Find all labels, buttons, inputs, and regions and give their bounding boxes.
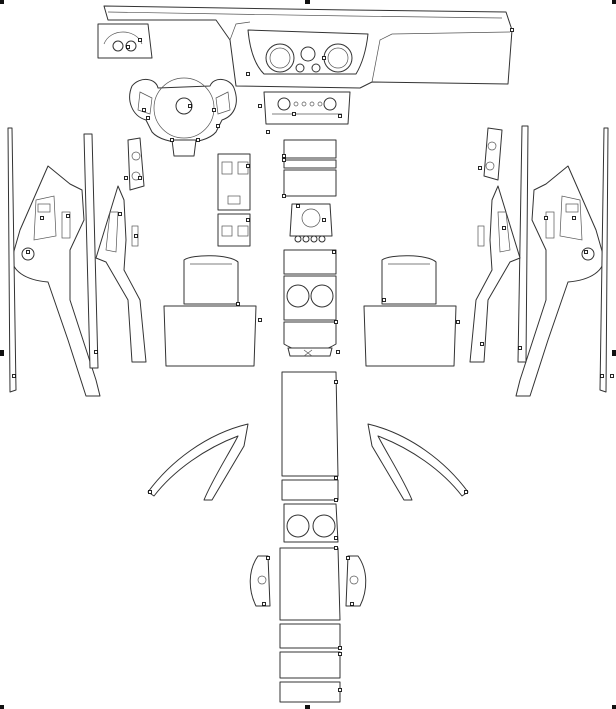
control-point-handle[interactable] — [336, 350, 340, 354]
control-point-handle[interactable] — [94, 350, 98, 354]
control-point-handle[interactable] — [322, 218, 326, 222]
control-point-handle[interactable] — [544, 216, 548, 220]
control-point-handle[interactable] — [26, 250, 30, 254]
control-point-handle[interactable] — [334, 380, 338, 384]
control-point-handle[interactable] — [246, 164, 250, 168]
control-point-handle[interactable] — [126, 45, 130, 49]
control-point-handle[interactable] — [334, 536, 338, 540]
control-point-handle[interactable] — [40, 216, 44, 220]
control-point-handle[interactable] — [502, 226, 506, 230]
control-point-handle[interactable] — [282, 194, 286, 198]
control-point-handle[interactable] — [134, 234, 138, 238]
rear-seat-window-switches-right[interactable] — [345, 555, 367, 607]
control-point-handle[interactable] — [124, 176, 128, 180]
rear-right-door-panel[interactable] — [469, 185, 521, 363]
control-point-handle[interactable] — [196, 138, 200, 142]
control-point-handle[interactable] — [382, 298, 386, 302]
control-point-handle[interactable] — [338, 652, 342, 656]
registration-mark — [305, 0, 310, 4]
control-point-handle[interactable] — [138, 38, 142, 42]
control-point-handle[interactable] — [334, 476, 338, 480]
control-point-handle[interactable] — [282, 154, 286, 158]
left-a-pillar-trim[interactable] — [147, 423, 249, 501]
control-point-handle[interactable] — [518, 346, 522, 350]
control-point-handle[interactable] — [216, 124, 220, 128]
front-right-door-panel[interactable] — [515, 165, 605, 397]
front-armrest-lid[interactable] — [283, 249, 337, 357]
control-point-handle[interactable] — [66, 214, 70, 218]
right-pillar-strip[interactable] — [517, 125, 609, 393]
right-small-switch-panel[interactable] — [483, 127, 503, 181]
control-point-handle[interactable] — [258, 104, 262, 108]
rear-console-vents[interactable] — [279, 547, 341, 703]
steering-wheel-trim[interactable] — [129, 77, 237, 157]
control-point-handle[interactable] — [350, 602, 354, 606]
control-point-handle[interactable] — [296, 204, 300, 208]
control-point-handle[interactable] — [266, 556, 270, 560]
center-console-climate-panel[interactable] — [263, 91, 351, 125]
registration-mark — [612, 350, 616, 356]
control-point-handle[interactable] — [338, 688, 342, 692]
rear-center-console[interactable] — [281, 371, 339, 501]
control-point-handle[interactable] — [212, 108, 216, 112]
control-point-handle[interactable] — [148, 490, 152, 494]
cupholder-insert[interactable] — [289, 203, 333, 243]
registration-mark — [612, 0, 616, 4]
control-point-handle[interactable] — [262, 602, 266, 606]
control-point-handle[interactable] — [236, 302, 240, 306]
control-point-handle[interactable] — [480, 342, 484, 346]
control-point-handle[interactable] — [282, 158, 286, 162]
control-point-handle[interactable] — [572, 216, 576, 220]
center-console-stack[interactable] — [283, 139, 337, 197]
left-seat-back-panel[interactable] — [163, 255, 257, 367]
control-point-handle[interactable] — [600, 374, 604, 378]
control-point-handle[interactable] — [188, 104, 192, 108]
control-point-handle[interactable] — [334, 546, 338, 550]
control-point-handle[interactable] — [142, 108, 146, 112]
control-point-handle[interactable] — [246, 72, 250, 76]
control-point-handle[interactable] — [258, 318, 262, 322]
control-point-handle[interactable] — [12, 374, 16, 378]
control-point-handle[interactable] — [346, 556, 350, 560]
control-point-handle[interactable] — [292, 112, 296, 116]
control-point-handle[interactable] — [584, 250, 588, 254]
control-point-handle[interactable] — [456, 320, 460, 324]
front-left-door-panel[interactable] — [11, 165, 101, 397]
control-point-handle[interactable] — [118, 212, 122, 216]
registration-mark — [0, 705, 4, 709]
dashboard-panel[interactable] — [103, 5, 513, 89]
control-point-handle[interactable] — [138, 176, 142, 180]
right-seat-back-panel[interactable] — [363, 255, 457, 367]
control-point-handle[interactable] — [464, 490, 468, 494]
registration-mark — [0, 0, 4, 4]
control-point-handle[interactable] — [146, 116, 150, 120]
rear-seat-window-switches-left[interactable] — [249, 555, 271, 607]
control-point-handle[interactable] — [322, 56, 326, 60]
right-a-pillar-trim[interactable] — [367, 423, 469, 501]
rear-cupholder-tray[interactable] — [283, 503, 339, 543]
registration-mark — [612, 705, 616, 709]
left-pillar-strip[interactable] — [7, 127, 99, 393]
control-point-handle[interactable] — [266, 130, 270, 134]
control-point-handle[interactable] — [510, 28, 514, 32]
control-point-handle[interactable] — [334, 320, 338, 324]
control-point-handle[interactable] — [246, 218, 250, 222]
control-point-handle[interactable] — [338, 114, 342, 118]
control-point-handle[interactable] — [478, 166, 482, 170]
control-point-handles — [12, 28, 614, 692]
control-point-handle[interactable] — [610, 374, 614, 378]
control-point-handle[interactable] — [170, 138, 174, 142]
left-small-switch-panel[interactable] — [127, 137, 145, 191]
control-point-handle[interactable] — [334, 498, 338, 502]
registration-mark — [0, 350, 4, 356]
control-point-handle[interactable] — [332, 250, 336, 254]
control-point-handle[interactable] — [338, 646, 342, 650]
registration-mark — [305, 705, 310, 709]
rear-left-door-panel[interactable] — [95, 185, 147, 363]
gear-selector-panel[interactable] — [217, 153, 251, 247]
left-small-dash-panel[interactable] — [97, 23, 153, 59]
